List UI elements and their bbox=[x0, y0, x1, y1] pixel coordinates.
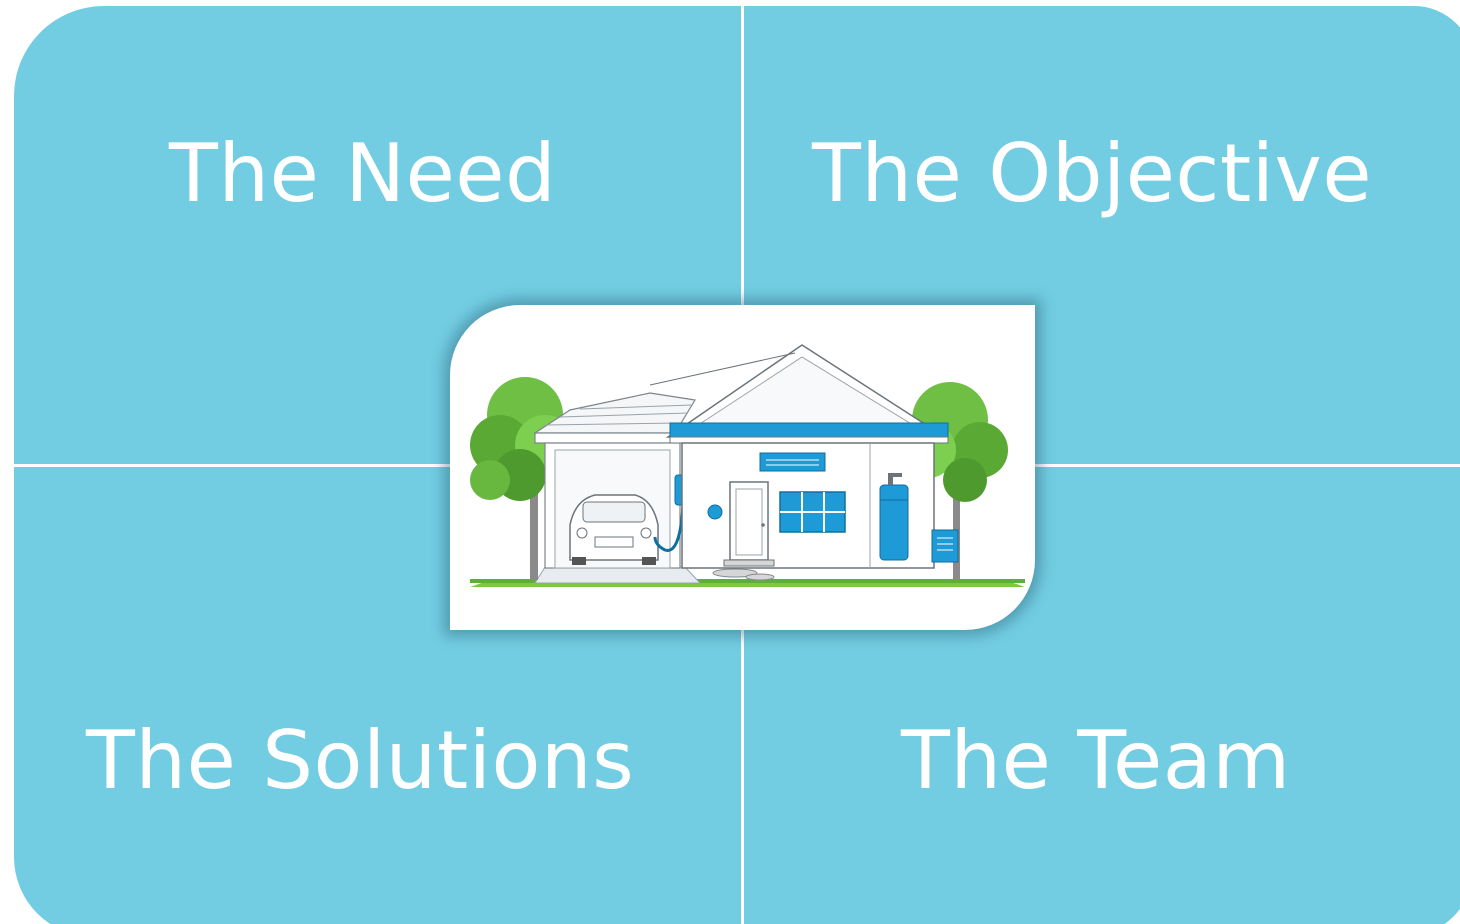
quadrant-title-the-solutions: The Solutions bbox=[86, 714, 635, 807]
quadrant-the-solutions[interactable]: The Solutions bbox=[14, 467, 741, 924]
quadrant-title-the-need: The Need bbox=[169, 127, 557, 220]
quadrant-title-the-objective: The Objective bbox=[812, 127, 1373, 220]
center-house-card bbox=[450, 305, 1035, 630]
smart-home-illustration-icon bbox=[470, 344, 1025, 587]
quadrant-the-need[interactable]: The Need bbox=[14, 6, 741, 464]
quadrant-title-the-team: The Team bbox=[901, 714, 1291, 807]
